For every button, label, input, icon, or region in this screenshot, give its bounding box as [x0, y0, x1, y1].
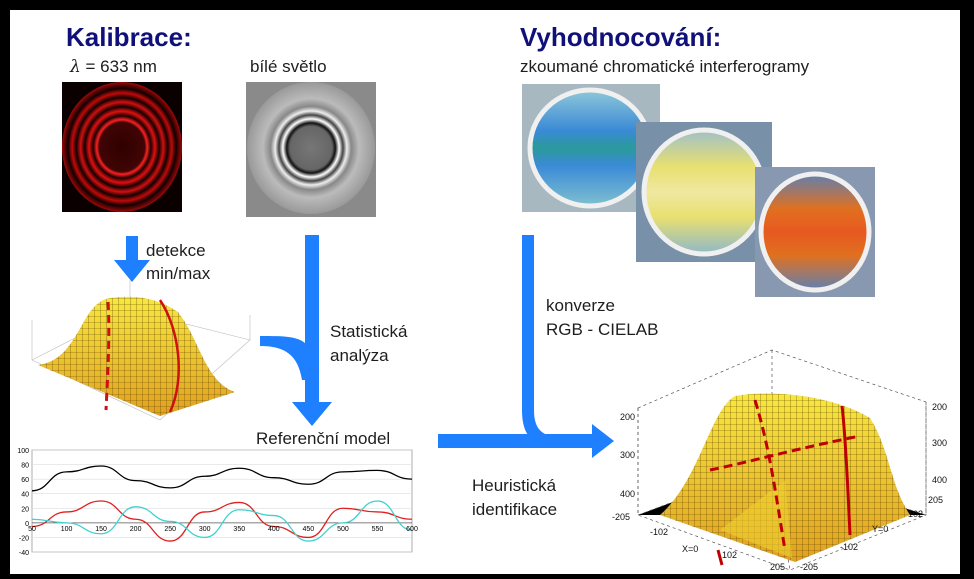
x-tick-4: 205 [770, 562, 785, 572]
arrow-white-to-model [292, 235, 332, 426]
x-tick-label: 50 [28, 526, 36, 533]
white-light-interferogram [246, 82, 376, 217]
x-tick-label: 450 [303, 526, 315, 533]
chart-x-ticks: 50 100 150 200 250 300 350 400 450 500 550 600 [28, 526, 418, 533]
result-surface-plot: 200 300 400 200 300 400 -205 -102 X=0 10… [612, 349, 947, 572]
detection-label: detekce [146, 241, 206, 260]
lambda-value: = 633 nm [85, 57, 157, 76]
series-line-2 [31, 500, 413, 542]
y-tick-label: 100 [17, 448, 29, 455]
left-tick-1: 300 [620, 450, 635, 460]
y-tick-0: 205 [928, 495, 943, 505]
y-tick-1: 102 [908, 509, 923, 519]
evaluation-title: Vyhodnocování: [520, 22, 722, 52]
x-tick-1: -102 [650, 527, 668, 537]
y-tick-label: 20 [21, 506, 29, 513]
arrow-statistical [260, 336, 312, 380]
x-tick-label: 500 [337, 526, 349, 533]
minmax-label: min/max [146, 264, 211, 283]
y-tick-2: Y=0 [872, 524, 888, 534]
slide: Kalibrace: λ = 633 nm bílé světlo Vyhodn… [10, 10, 960, 574]
laser-interferogram [62, 82, 182, 212]
lambda-symbol: λ [70, 57, 81, 77]
chromatic-interferogram-yellow [636, 122, 772, 262]
arrows [114, 235, 614, 458]
evaluation-subtitle: zkoumané chromatické interferogramy [520, 57, 810, 76]
left-tick-0: 200 [620, 412, 635, 422]
lambda-label: λ = 633 nm [70, 57, 157, 77]
statistical-label-2: analýza [330, 346, 389, 365]
calibration-surface-plot [31, 280, 251, 421]
right-tick-2: 400 [932, 475, 947, 485]
x-tick-label: 350 [233, 526, 245, 533]
y-tick-label: 40 [21, 492, 29, 499]
x-tick-label: 250 [164, 526, 176, 533]
chart-y-ticks: 100 80 60 40 20 0 -20 -40 [17, 448, 29, 557]
y-tick-4: -205 [800, 562, 818, 572]
arrow-model-to-surface [438, 424, 614, 458]
x-tick-label: 100 [61, 526, 73, 533]
series-line-1 [31, 500, 413, 542]
arrow-conversion [522, 235, 592, 448]
conversion-label-1: konverze [546, 296, 615, 315]
y-tick-label: 0 [25, 521, 29, 528]
x-tick-3: 102 [722, 550, 737, 560]
x-tick-label: 550 [372, 526, 384, 533]
series-line-0 [31, 465, 413, 492]
right-tick-0: 200 [932, 402, 947, 412]
arrow-detection [114, 236, 150, 282]
right-tick-1: 300 [932, 438, 947, 448]
left-tick-2: 400 [620, 489, 635, 499]
chart-series [31, 465, 413, 542]
chromatic-interferogram-orange [755, 167, 875, 297]
reference-model-label: Referenční model [256, 429, 391, 448]
y-tick-label: 60 [21, 477, 29, 484]
calibration-title: Kalibrace: [66, 22, 192, 52]
heuristic-label-1: Heuristická [472, 476, 557, 495]
statistical-label-1: Statistická [330, 322, 408, 341]
x-tick-0: -205 [612, 512, 630, 522]
x-tick-2: X=0 [682, 544, 698, 554]
conversion-label-2: RGB - CIELAB [546, 320, 659, 339]
x-tick-label: 400 [268, 526, 280, 533]
x-tick-label: 600 [406, 526, 418, 533]
x-tick-label: 200 [130, 526, 142, 533]
y-tick-label: 80 [21, 463, 29, 470]
y-tick-3: -102 [840, 542, 858, 552]
x-tick-label: 150 [95, 526, 107, 533]
white-light-label: bílé světlo [250, 57, 327, 76]
x-tick-label: 300 [199, 526, 211, 533]
y-tick-label: -20 [19, 535, 29, 542]
y-tick-label: -40 [19, 550, 29, 557]
heuristic-label-2: identifikace [472, 500, 558, 519]
